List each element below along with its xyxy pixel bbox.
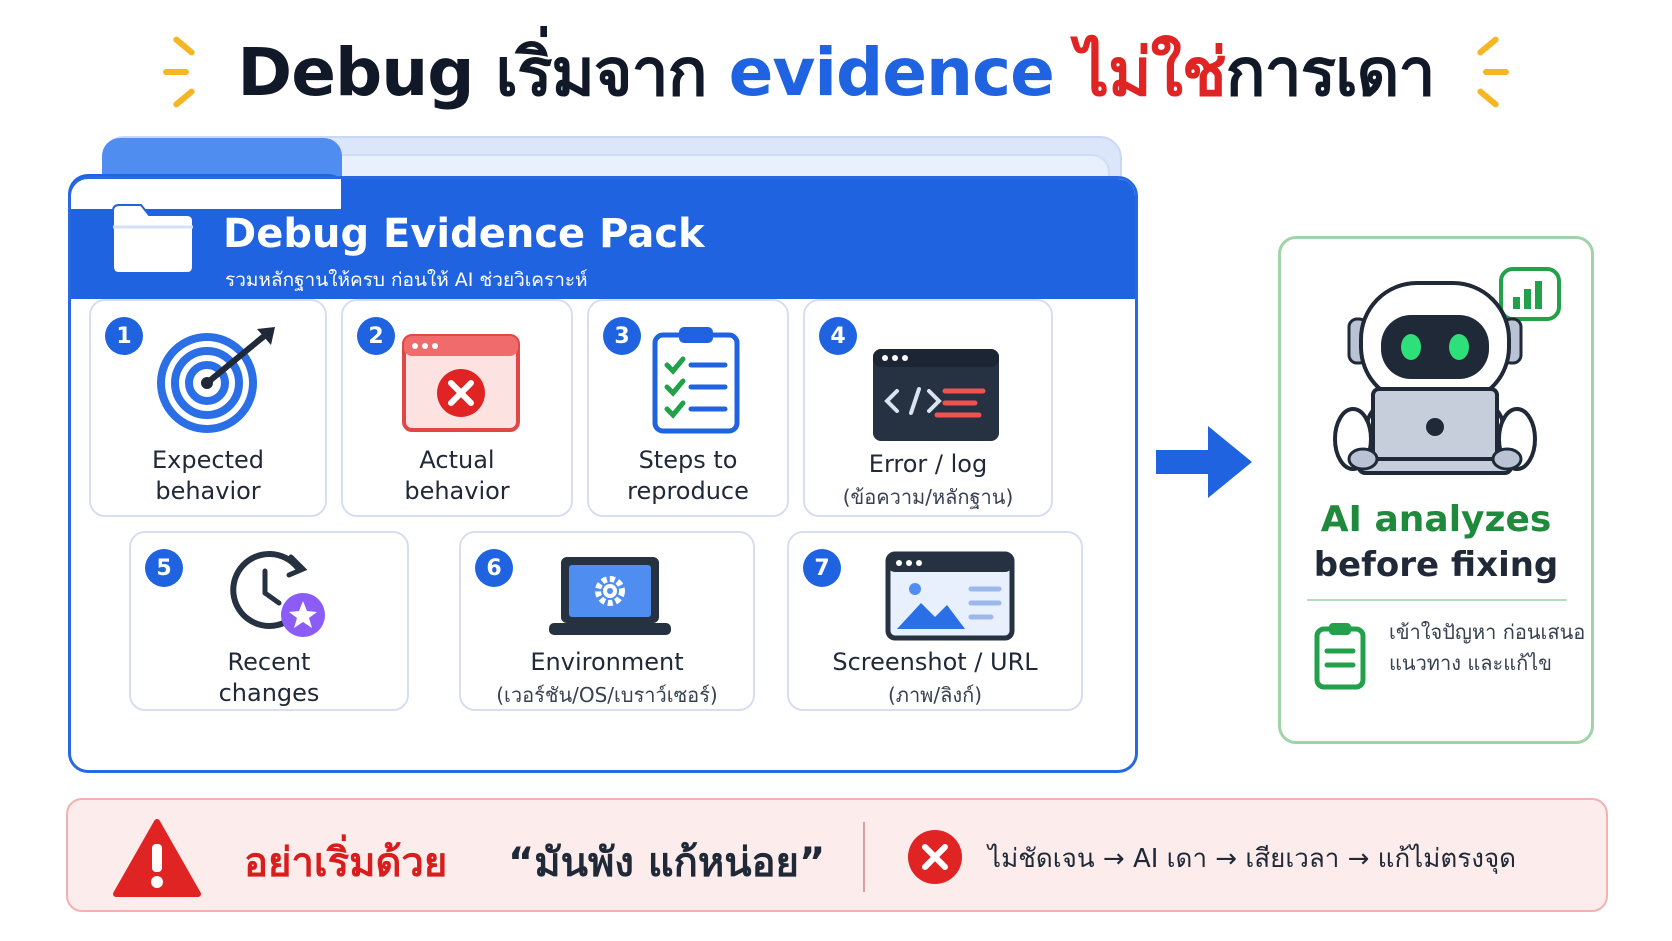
card-label-line1: Recent [227,648,311,676]
checklist-icon [652,327,740,434]
warning-quote: “มันพัง แก้หน่อย” [508,840,826,886]
terminal-icon [873,349,999,441]
ai-analyzes-card: AI analyzes before fixing เข้าใจปัญหา ก่… [1278,236,1594,744]
folder-icon [112,204,194,274]
clipboard-icon [1314,623,1366,690]
card-number-badge: 3 [603,317,641,355]
clock-star-icon [230,551,325,637]
title-not: ไม่ใช่ [1075,33,1227,111]
title-row: Debug เริ่มจาก evidence ไม่ใช่การเดา [0,22,1672,122]
screenshot-icon [885,551,1015,641]
ai-divider [1307,599,1567,601]
laptop-gear-icon [549,557,671,635]
warning-triangle-icon [113,819,201,897]
card-label-line1: Steps to [638,446,738,474]
card-label-line2: behavior [155,477,261,505]
card-label: Recent changes [131,647,407,709]
ai-title-line1: AI analyzes [1320,499,1552,540]
card-number-badge: 2 [357,317,395,355]
evidence-card-7: 7 Screenshot / URL (ภาพ/ลิงก์) [787,531,1083,711]
card-label: Environment [530,648,684,676]
warning-heading: อย่าเริ่มด้วย [244,840,448,886]
card-label: Steps to reproduce [589,445,787,507]
card-label: Screenshot / URL [832,648,1038,676]
card-sub: (ข้อความ/หลักฐาน) [842,485,1014,509]
card-number-badge: 5 [145,549,183,587]
folder-header [71,209,1135,299]
evidence-card-6: 6 Environment (เวอร์ชัน/OS/เบราว์เซอร์) [459,531,755,711]
warning-banner: อย่าเริ่มด้วย “มันพัง แก้หน่อย” ไม่ชัดเจ… [66,798,1608,912]
arrow-right-icon [1156,426,1252,498]
card-label-line1: Expected [152,446,264,474]
evidence-pack-folder: Debug Evidence Pack รวมหลักฐานให้ครบ ก่อ… [68,176,1138,773]
card-label: Actual behavior [343,445,571,507]
card-number-badge: 1 [105,317,143,355]
target-icon [157,327,275,433]
card-sub: (ภาพ/ลิงก์) [887,683,983,707]
sparkle-left-icon [157,35,203,109]
card-label-line2: behavior [404,477,510,505]
card-label-line2: changes [218,679,320,707]
title-guess: การเดา [1225,33,1436,111]
card-label: Expected behavior [91,445,325,507]
pack-title: Debug Evidence Pack [223,211,705,257]
ai-title-line2: before fixing [1313,545,1559,585]
evidence-card-4: 4 Error / log (ข้อความ/หลักฐาน) [803,299,1053,517]
card-label: Error / log [868,450,988,478]
warning-divider [863,822,865,892]
card-sub: (เวอร์ชัน/OS/เบราว์เซอร์) [496,683,718,707]
warning-flow: ไม่ชัดเจน → AI เดา → เสียเวลา → แก้ไม่ตร… [988,844,1517,874]
title-part-1: Debug เริ่มจาก [237,33,729,111]
title-evidence: evidence [728,33,1055,111]
evidence-card-3: 3 Steps to reproduce [587,299,789,517]
error-window-icon [402,334,520,432]
ai-note: เข้าใจปัญหา ก่อนเสนอแนวทาง และแก้ไข [1389,620,1586,675]
evidence-card-5: 5 Recent changes [129,531,409,711]
evidence-card-2: 2 Actual behavior [341,299,573,517]
robot-laptop-icon [1333,267,1561,475]
page-title: Debug เริ่มจาก evidence ไม่ใช่การเดา [237,20,1436,125]
card-label-line1: Actual [419,446,495,474]
card-number-badge: 7 [803,549,841,587]
evidence-card-1: 1 Expected behavior [89,299,327,517]
sparkle-right-icon [1469,35,1515,109]
card-label-line2: reproduce [627,477,749,505]
card-number-badge: 4 [819,317,857,355]
card-number-badge: 6 [475,549,513,587]
close-circle-icon [908,830,962,884]
pack-subtitle: รวมหลักฐานให้ครบ ก่อนให้ AI ช่วยวิเคราะห… [225,269,588,291]
